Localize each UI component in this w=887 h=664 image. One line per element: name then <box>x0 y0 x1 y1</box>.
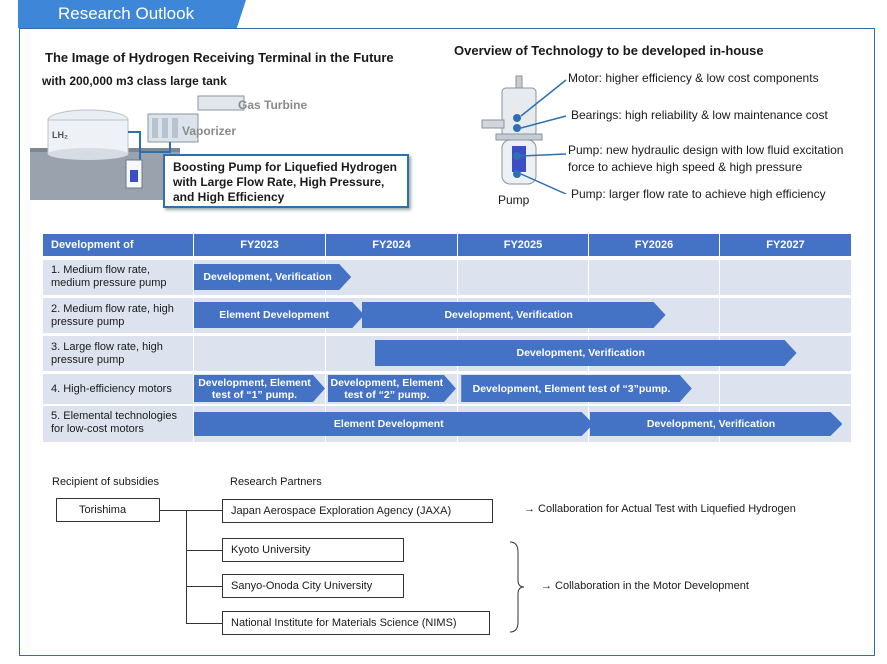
connector-line <box>186 510 187 624</box>
schedule-bar: Development, Verification <box>375 340 797 366</box>
content-frame <box>19 28 875 656</box>
tech-item-pump-hydraulic: Pump: new hydraulic design with low flui… <box>568 143 844 174</box>
technology-title: Overview of Technology to be developed i… <box>454 43 764 58</box>
partner-box: Japan Aerospace Exploration Agency (JAXA… <box>222 499 493 523</box>
schedule-header-label: Development of <box>43 234 193 256</box>
schedule-bar: Development, Verification <box>194 264 351 290</box>
partner-box: Kyoto University <box>222 538 404 562</box>
year-header: FY2027 <box>720 234 851 256</box>
year-header: FY2025 <box>458 234 588 256</box>
connector-line <box>186 586 222 587</box>
schedule-bar: Development, Element test of “2” pump. <box>328 375 456 402</box>
terminal-illustration <box>30 95 245 200</box>
schedule-row <box>43 260 851 295</box>
connector-line <box>186 623 222 624</box>
schedule-bar: Development, Element test of “1” pump. <box>194 375 325 402</box>
row-label: 1. Medium flow rate, medium pressure pum… <box>51 264 167 289</box>
schedule-bar: Development, Verification <box>590 412 843 436</box>
gas-turbine-label: Gas Turbine <box>238 98 308 112</box>
collab-bracket <box>509 541 525 633</box>
pump-illustration <box>481 75 567 194</box>
year-header: FY2023 <box>194 234 325 256</box>
row-label: 4. High-efficiency motors <box>51 383 172 395</box>
tank-label: LH₂ <box>52 130 68 140</box>
tech-item-bearings: Bearings: high reliability & low mainten… <box>571 108 828 122</box>
year-header: FY2026 <box>589 234 719 256</box>
schedule-bar: Element Development <box>194 412 594 436</box>
pump-label: Pump <box>498 193 530 207</box>
partner-box: National Institute for Materials Science… <box>222 611 490 635</box>
schedule-bar: Development, Element test of “3”pump. <box>461 375 692 402</box>
connector-line <box>160 510 222 511</box>
terminal-subtitle: with 200,000 m3 class large tank <box>42 74 227 88</box>
tech-item-motor: Motor: higher efficiency & low cost comp… <box>568 71 819 85</box>
terminal-title: The Image of Hydrogen Receiving Terminal… <box>45 50 394 65</box>
schedule-bar: Element Development <box>194 302 364 328</box>
partner-box: Sanyo-Onoda City University <box>222 574 404 598</box>
partners-title: Research Partners <box>230 476 322 488</box>
page-title: Research Outlook <box>58 4 195 23</box>
row-label: 3. Large flow rate, high pressure pump <box>51 341 163 366</box>
collab-actual-test: → Collaboration for Actual Test with Liq… <box>524 503 796 515</box>
year-header: FY2024 <box>326 234 457 256</box>
collab-motor: → Collaboration in the Motor Development <box>541 580 749 592</box>
vaporizer-label: Vaporizer <box>182 124 237 138</box>
tech-item-pump-flow: Pump: larger flow rate to achieve high e… <box>571 187 826 201</box>
connector-line <box>186 550 222 551</box>
development-schedule: Development of FY2023 FY2024 FY2025 FY20… <box>43 234 851 442</box>
row-label: 2. Medium flow rate, high pressure pump <box>51 303 174 328</box>
recipient-title: Recipient of subsidies <box>52 476 160 488</box>
boost-pump-callout <box>163 154 409 208</box>
row-label: 5. Elemental technologies for low-cost m… <box>51 410 177 435</box>
boost-pump-text: Boosting Pump for Liquefied Hydrogen wit… <box>173 160 397 204</box>
schedule-bar: Development, Verification <box>362 302 666 328</box>
recipient-box: Torishima <box>56 498 160 522</box>
title-tab <box>18 0 246 28</box>
